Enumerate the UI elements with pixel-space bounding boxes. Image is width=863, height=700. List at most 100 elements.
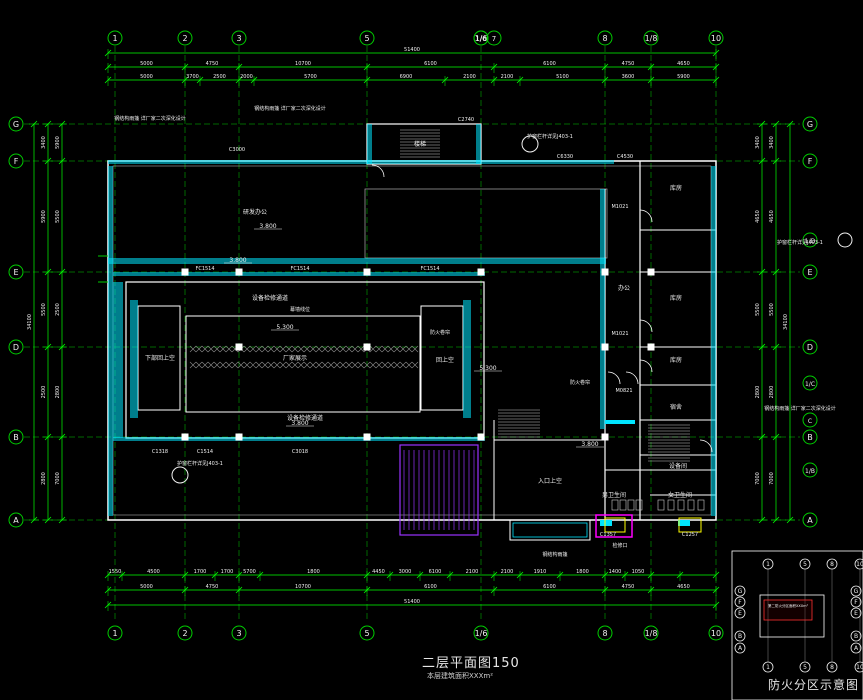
row-axis-label: G xyxy=(13,120,19,129)
inset-legend-text: 第二防火分区面积XXXm² xyxy=(768,603,809,608)
dim-label: 3400 xyxy=(755,136,761,149)
dim-label: 2800 xyxy=(769,386,775,399)
hatch xyxy=(387,345,395,353)
hatch xyxy=(381,361,389,369)
level-mark: 3.800 xyxy=(229,257,246,264)
door-tag: FC1514 xyxy=(290,266,309,272)
toilet-fixture xyxy=(687,499,695,511)
hatch xyxy=(381,345,389,353)
row-axis-bubble xyxy=(8,429,24,445)
column-axis-bubble xyxy=(597,625,613,641)
yellow-marker xyxy=(604,517,626,533)
hatch xyxy=(387,361,395,369)
toilet-fixture xyxy=(619,499,627,511)
dim-label: 2100 xyxy=(463,74,476,80)
row-axis-label: C xyxy=(808,418,812,425)
detail-callout xyxy=(171,466,189,484)
inset-row-label: G xyxy=(854,588,859,595)
dim-label: 3700 xyxy=(186,74,199,80)
inset-column-label: 8 xyxy=(830,561,834,568)
hatch xyxy=(249,361,257,369)
dim-label: 1700 xyxy=(221,569,234,575)
column-axis-bubble xyxy=(231,625,247,641)
hatch xyxy=(399,345,407,353)
hatch xyxy=(255,345,263,353)
annotation: 钢结构雨篷 详厂家二次深化设计 xyxy=(114,115,186,122)
magenta-marker xyxy=(595,514,633,538)
door-tag: FC1514 xyxy=(195,266,214,272)
inset-zone-outline xyxy=(759,594,825,638)
dim-label: 10700 xyxy=(295,61,311,67)
hatch xyxy=(339,361,347,369)
hatch xyxy=(279,345,287,353)
dim-label: 3400 xyxy=(41,136,47,149)
hatch xyxy=(333,345,341,353)
dim-label: 5500 xyxy=(755,303,761,316)
door-swing xyxy=(639,209,653,223)
inset-row-label: A xyxy=(854,645,859,652)
glass-strip xyxy=(678,520,690,526)
hatch xyxy=(291,345,299,353)
dim-label: 51400 xyxy=(404,599,420,605)
row-axis-label: E xyxy=(807,268,812,277)
hatch xyxy=(351,345,359,353)
hatch xyxy=(369,345,377,353)
dim-label: 4750 xyxy=(206,61,219,67)
hatch xyxy=(345,361,353,369)
column-axis-label: 8 xyxy=(602,629,607,638)
dim-label: 51400 xyxy=(404,47,420,53)
inset-frame xyxy=(731,550,863,700)
hatch xyxy=(345,345,353,353)
hatch xyxy=(411,345,419,353)
dim-label: 2100 xyxy=(501,569,514,575)
dim-label: 4650 xyxy=(677,61,690,67)
yellow-marker xyxy=(678,517,702,533)
dim-label: 2500 xyxy=(41,386,47,399)
dim-label: 3600 xyxy=(622,74,635,80)
dim-label: 2100 xyxy=(501,74,514,80)
column-axis-bubble xyxy=(359,30,375,46)
column-axis-bubble xyxy=(643,30,659,46)
glass-strip xyxy=(108,160,368,164)
dim-label: 1550 xyxy=(109,569,122,575)
dim-label: 2800 xyxy=(41,472,47,485)
glass-strip xyxy=(113,272,485,276)
dim-label: 2000 xyxy=(240,74,253,80)
toilet-fixture xyxy=(657,499,665,511)
hatch xyxy=(201,345,209,353)
room-label-entrance: 入口上空 xyxy=(538,477,562,485)
dim-label: 3400 xyxy=(769,136,775,149)
row-axis-label: D xyxy=(807,343,813,352)
hatch xyxy=(339,345,347,353)
dim-label: 4750 xyxy=(622,61,635,67)
glass-strip xyxy=(711,166,716,516)
inset-column-label: 1 xyxy=(766,561,770,568)
hatch xyxy=(303,345,311,353)
structural-column xyxy=(647,268,655,276)
row-axis-label: 1/C xyxy=(805,381,815,388)
hatch xyxy=(375,361,383,369)
hatch xyxy=(393,345,401,353)
hatch xyxy=(285,361,293,369)
annotation: 护窗栏杆详见J403-1 xyxy=(527,133,573,140)
dim-label: 3000 xyxy=(399,569,412,575)
row-axis-bubble xyxy=(802,512,818,528)
column-axis-label: 1/6 xyxy=(475,35,487,43)
hatch xyxy=(405,361,413,369)
structural-column xyxy=(235,433,243,441)
detail-callout xyxy=(837,232,853,248)
dim-label: 5900 xyxy=(55,136,61,149)
hatch xyxy=(219,345,227,353)
hatch xyxy=(309,345,317,353)
hatch xyxy=(309,361,317,369)
dim-label: 4750 xyxy=(206,584,219,590)
dim-label: 7000 xyxy=(55,472,61,485)
dim-label: 7000 xyxy=(769,472,775,485)
toilet-fixture xyxy=(627,499,635,511)
column-axis-label: 1 xyxy=(112,34,117,43)
structural-column xyxy=(647,343,655,351)
row-axis-bubble xyxy=(8,339,24,355)
glass-strip xyxy=(367,160,614,164)
